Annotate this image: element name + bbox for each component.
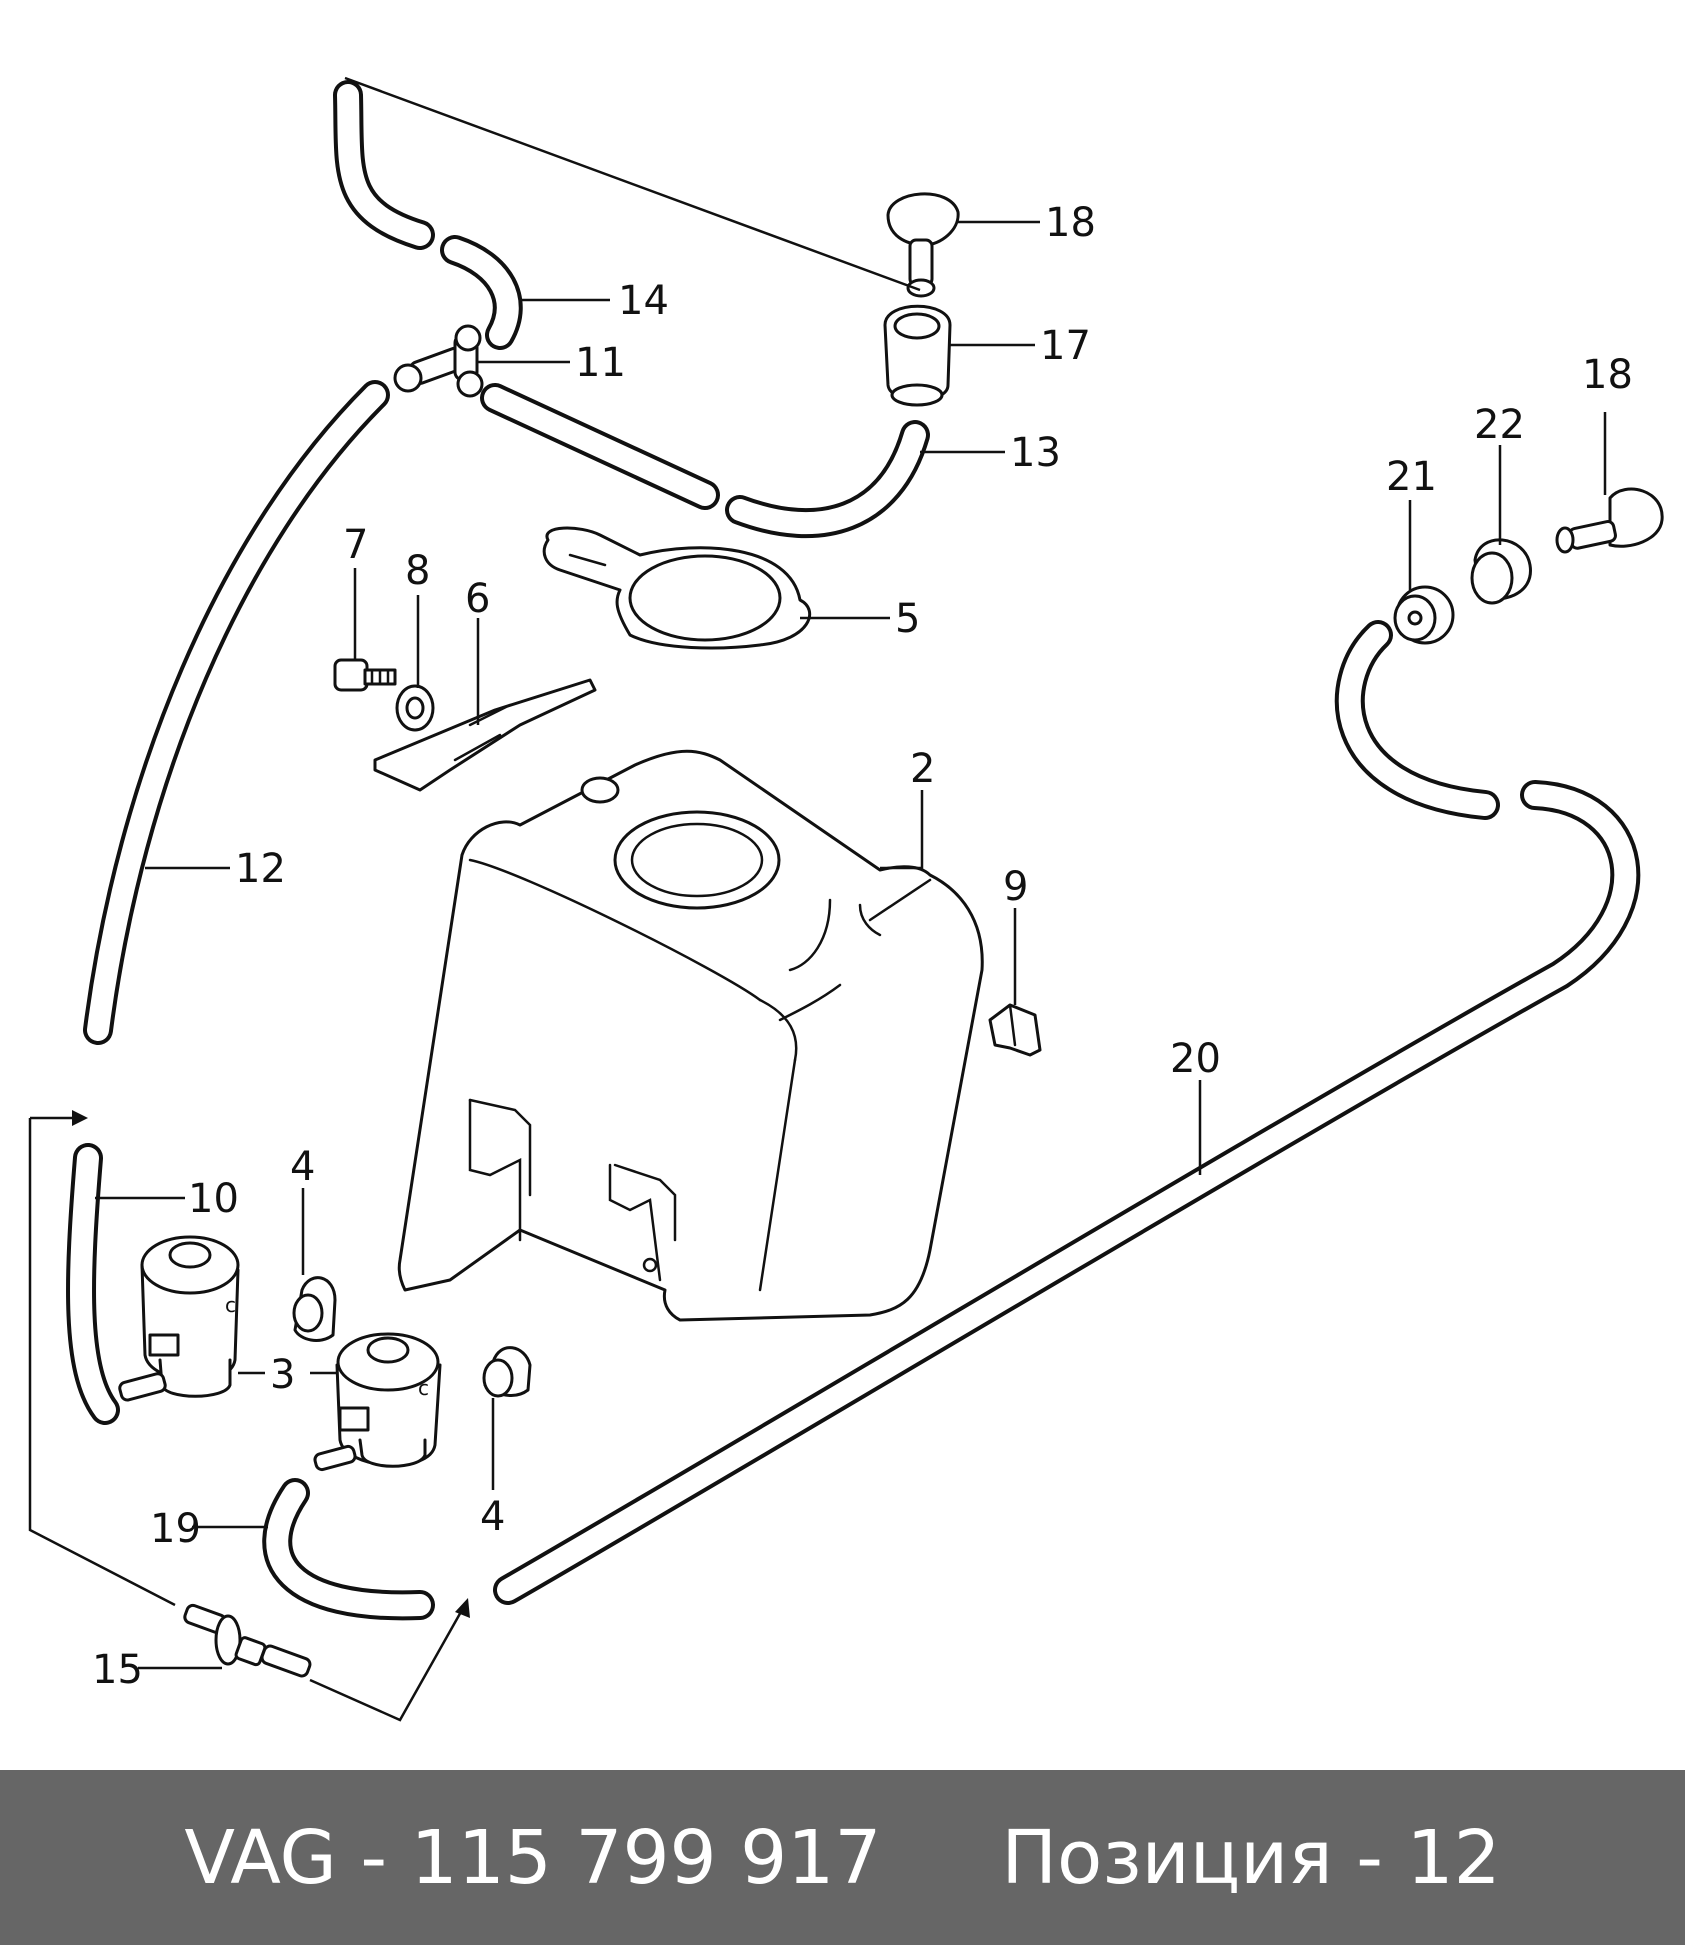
callout-18-right: 18 — [1582, 352, 1633, 398]
callout-22: 22 — [1474, 402, 1525, 448]
callout-6: 6 — [465, 576, 490, 622]
callout-8: 8 — [405, 548, 430, 594]
callout-19: 19 — [150, 1506, 201, 1552]
svg-text:c: c — [225, 1293, 236, 1317]
hose-right-nozzle — [1334, 620, 1500, 820]
callout-7: 7 — [343, 522, 368, 568]
callout-13: 13 — [1010, 430, 1061, 476]
hose-14 — [440, 235, 523, 350]
check-valve-15 — [183, 1603, 312, 1678]
callout-10: 10 — [188, 1176, 239, 1222]
callout-15: 15 — [92, 1647, 143, 1693]
callout-4-lower: 4 — [480, 1494, 505, 1540]
hose-13 — [725, 420, 930, 539]
part-number-caption: VAG - 115 799 917 — [184, 1814, 882, 1901]
callout-9: 9 — [1003, 864, 1028, 910]
nozzle-18-upper — [886, 192, 960, 298]
parts-diagram: c c — [28, 76, 1664, 1722]
callout-4-upper: 4 — [290, 1144, 315, 1190]
nozzle-18-right — [1555, 487, 1664, 554]
filler-cap-5 — [542, 526, 811, 650]
callout-20: 20 — [1170, 1036, 1221, 1082]
leader-lines — [95, 220, 1607, 1670]
hose-12 — [83, 380, 390, 1045]
callout-3: 3 — [270, 1352, 295, 1398]
pump-3-left: c — [118, 1235, 240, 1402]
routing-lines — [28, 76, 921, 1722]
t-connector-11 — [393, 324, 484, 398]
hose-19 — [262, 1478, 435, 1621]
callout-14: 14 — [618, 278, 669, 324]
reservoir-tank-2 — [397, 749, 984, 1322]
hose-14-upper — [333, 80, 435, 250]
pump-3-right: c — [313, 1332, 442, 1472]
hose-20 — [493, 780, 1641, 1605]
callout-12: 12 — [235, 846, 286, 892]
callout-11: 11 — [575, 340, 626, 386]
callout-21: 21 — [1386, 454, 1437, 500]
callout-18-upper: 18 — [1045, 200, 1096, 246]
callout-17: 17 — [1040, 323, 1091, 369]
grommet-4-lower — [482, 1346, 532, 1398]
caption-bar: VAG - 115 799 917 Позиция - 12 — [0, 1770, 1685, 1945]
grommet-21 — [1393, 585, 1455, 645]
grommet-22 — [1470, 538, 1532, 605]
washer-8 — [395, 684, 435, 732]
bracket-6 — [373, 678, 597, 792]
hose-10 — [66, 1143, 120, 1425]
grommet-4-upper — [292, 1276, 337, 1342]
bolt-7 — [333, 658, 397, 692]
position-caption: Позиция - 12 — [1001, 1814, 1501, 1901]
callout-2: 2 — [910, 746, 935, 792]
grommet-17 — [883, 304, 952, 407]
clip-9 — [988, 1003, 1042, 1057]
svg-text:c: c — [418, 1376, 429, 1400]
callout-5: 5 — [895, 596, 920, 642]
hose-connector-straight — [480, 383, 720, 510]
callout-labels: 18 14 11 17 13 18 22 21 7 8 6 5 2 9 12 2… — [92, 200, 1633, 1693]
